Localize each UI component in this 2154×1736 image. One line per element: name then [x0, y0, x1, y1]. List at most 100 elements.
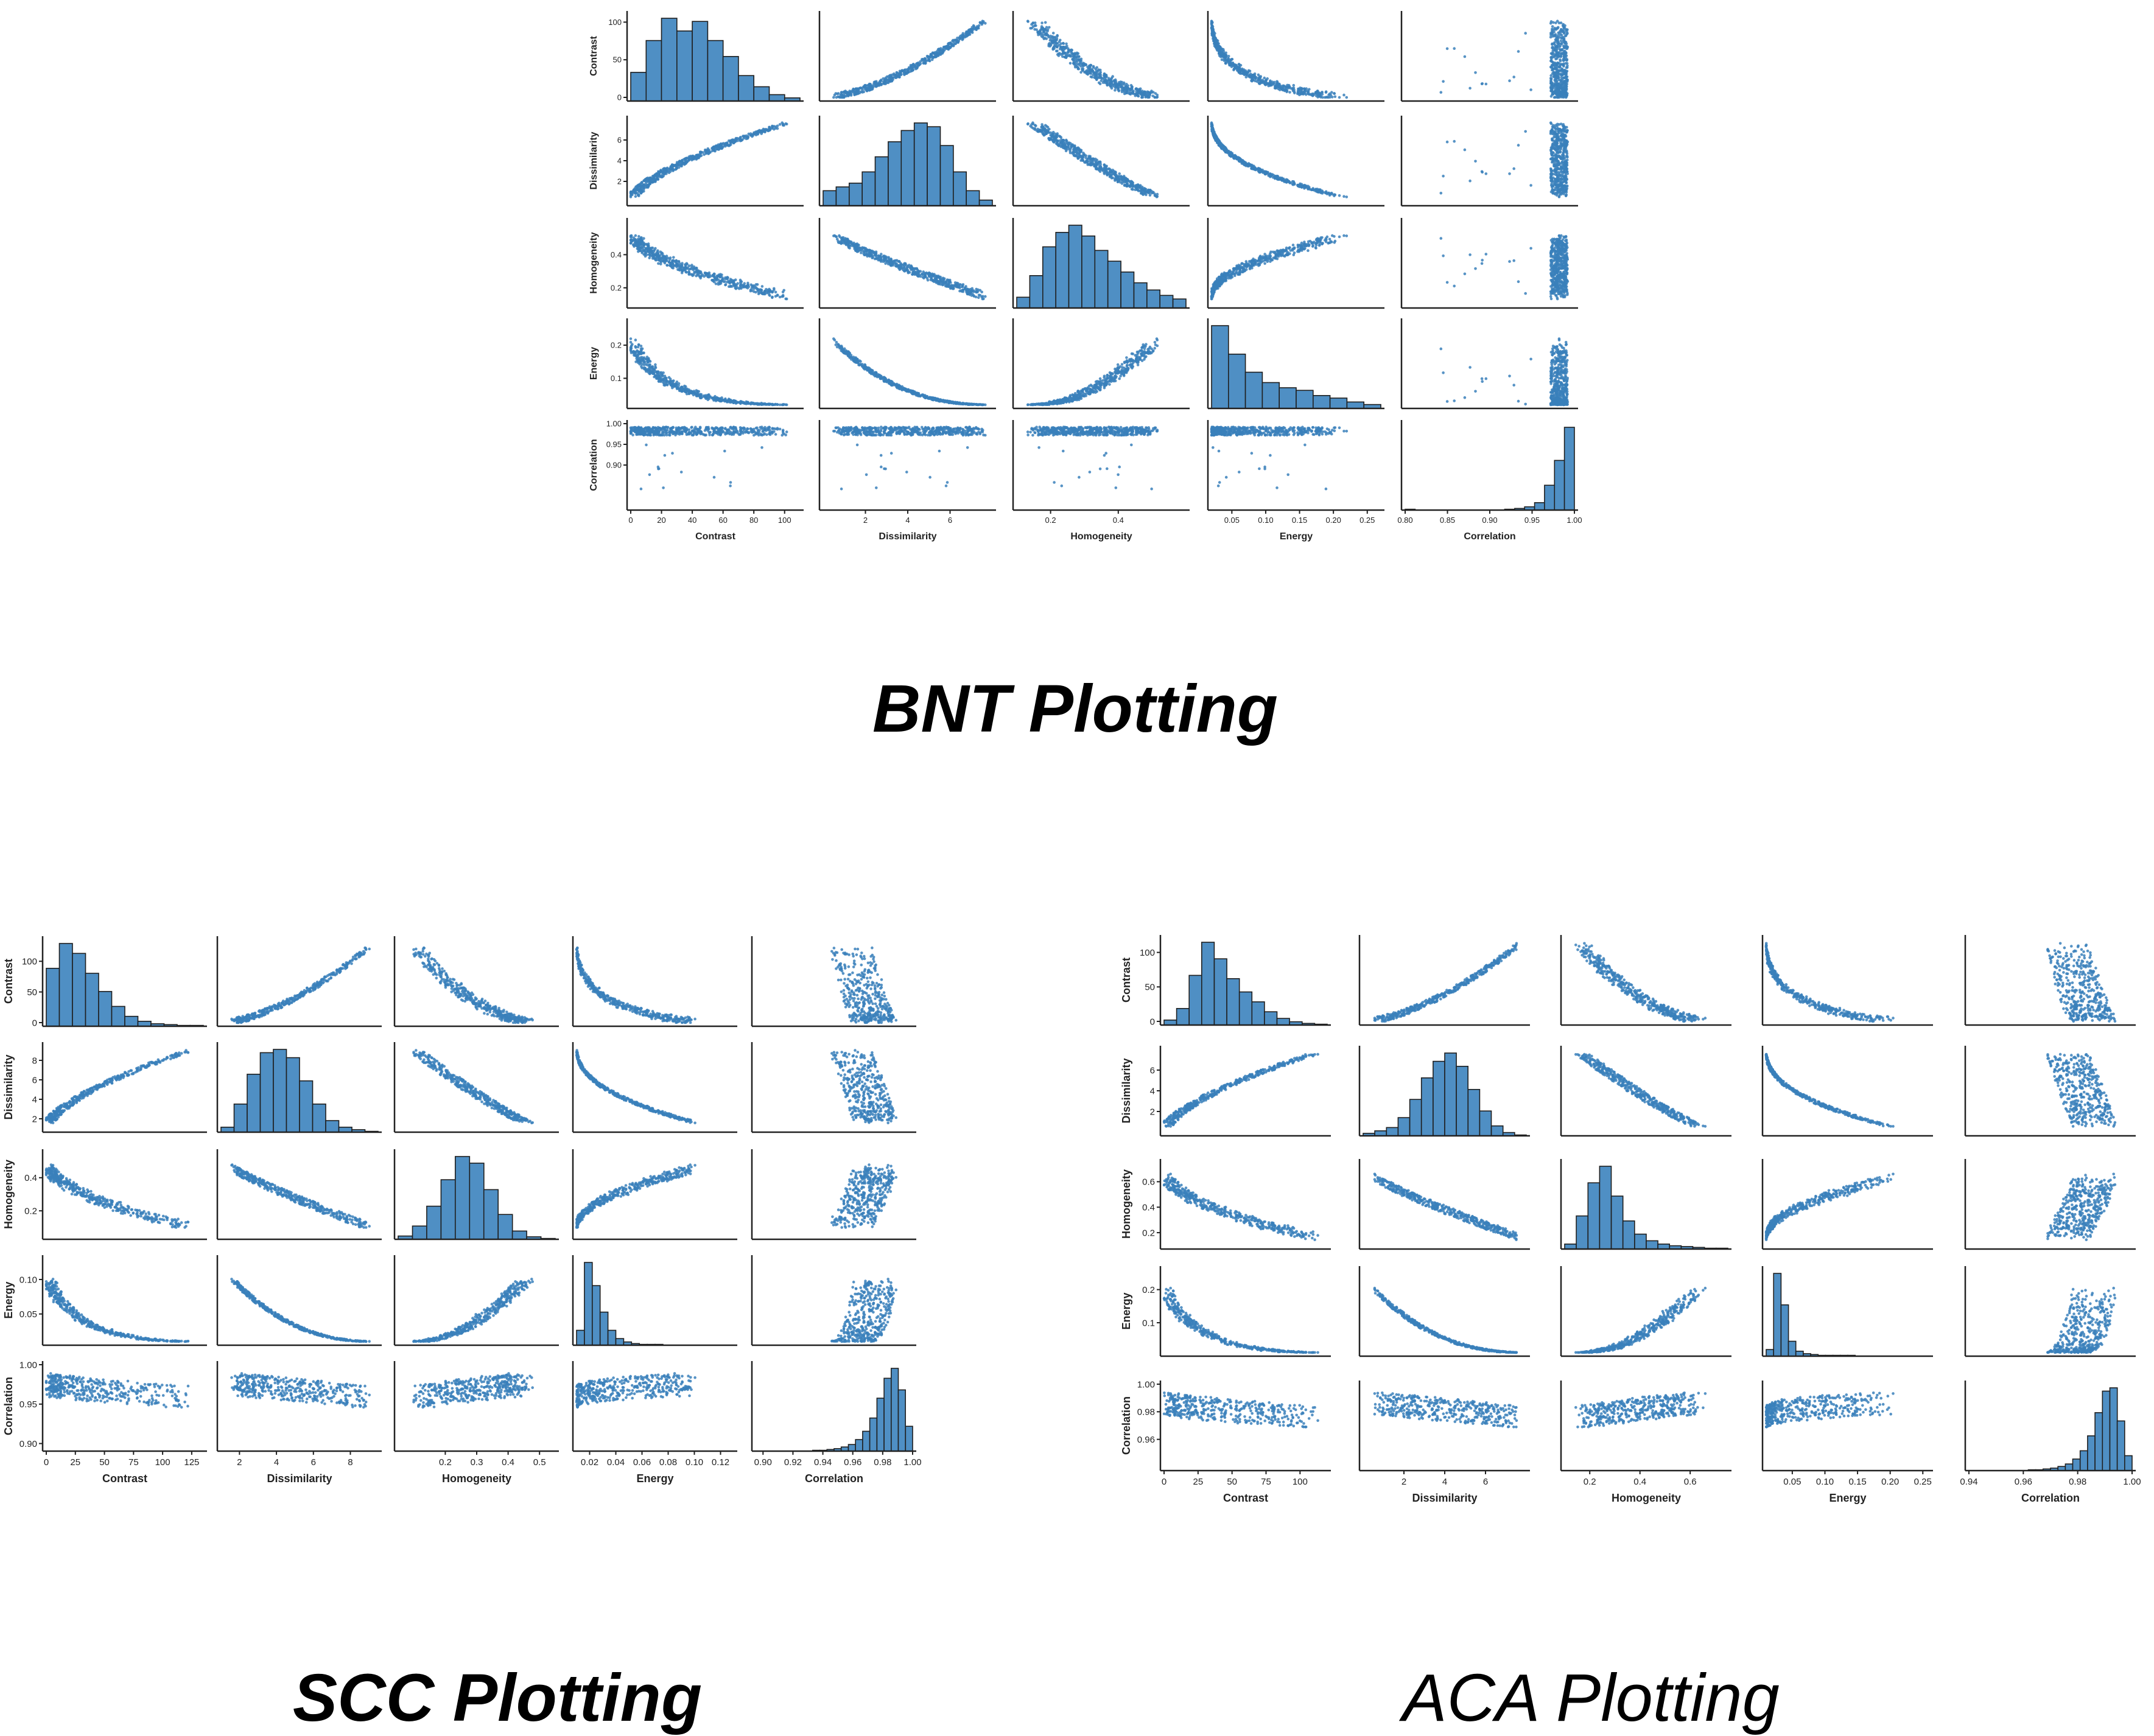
scatter-point [908, 68, 911, 71]
hist-bar [770, 95, 785, 102]
scatter-point [1090, 72, 1093, 75]
scatter-point [888, 74, 891, 77]
scatter-point [1118, 83, 1121, 86]
scatter-point [931, 58, 934, 61]
scatter-point [1144, 94, 1147, 97]
scatter-point [855, 87, 858, 90]
scatter-point [1059, 39, 1062, 42]
scatter-point [917, 63, 920, 66]
scatter-point [1062, 52, 1065, 55]
scatter-point [1109, 82, 1112, 85]
hist-bar [631, 72, 646, 101]
scatter-point [979, 21, 982, 24]
scatter-point [1114, 89, 1117, 92]
scatter-point [1048, 45, 1051, 48]
scatter-point [1333, 92, 1336, 95]
scatter-point [1084, 63, 1087, 66]
scatter-point [1345, 96, 1349, 99]
scatter-point [1260, 75, 1263, 78]
panel-contrast-vs-energy [1208, 11, 1384, 101]
scatter-point [1035, 29, 1038, 32]
scatter-point [1137, 88, 1140, 91]
scatter-point [832, 96, 835, 99]
scatter-point [846, 94, 849, 97]
scatter-point [1342, 94, 1345, 97]
hist-bar [662, 18, 677, 101]
scatter-point [852, 88, 855, 91]
scatter-point [1114, 82, 1117, 85]
scatter-point [1040, 21, 1044, 24]
scatter-point [1056, 49, 1059, 52]
scatter-point [1042, 34, 1045, 37]
scatter-point [1113, 80, 1116, 83]
hist-bar [692, 21, 707, 101]
scatter-point [1052, 47, 1055, 51]
scatter-point [1131, 85, 1134, 88]
panel-contrast-vs-dissimilarity [819, 11, 996, 101]
scatter-point [874, 83, 877, 86]
scatter-point [949, 42, 952, 45]
scatter-point [1077, 68, 1080, 71]
scatter-point [1232, 69, 1235, 72]
scatter-point [1135, 87, 1138, 90]
scatter-point [1129, 88, 1132, 91]
scatter-point [883, 82, 886, 85]
scatter-point [947, 46, 950, 49]
scatter-point [1106, 82, 1109, 85]
scatter-point [981, 21, 984, 24]
scatter-point [1051, 41, 1054, 44]
scatter-point [869, 88, 872, 91]
scatter-point [1068, 55, 1072, 58]
scatter-point [1224, 62, 1227, 65]
scatter-point [1058, 52, 1061, 55]
scatter-point [1137, 95, 1140, 98]
scatter-point [1046, 34, 1049, 37]
scatter-point [1104, 79, 1107, 82]
scatter-point [879, 82, 882, 85]
scatter-point [1045, 26, 1048, 29]
scatter-point [896, 71, 899, 74]
bnt-pairplot: 050100Contrast246Dissimilarity0.20.4Homo… [589, 11, 1582, 542]
scatter-point [1062, 46, 1065, 49]
scatter-point [1293, 92, 1296, 95]
scatter-point [1056, 46, 1059, 49]
scatter-point [874, 80, 877, 83]
scatter-point [1156, 96, 1159, 99]
scatter-point [1119, 85, 1122, 88]
scatter-point [1034, 24, 1037, 27]
scatter-point [1103, 74, 1106, 77]
scatter-point [879, 80, 882, 83]
scatter-point [848, 93, 851, 96]
scatter-point [865, 87, 868, 90]
scatter-point [1067, 47, 1070, 50]
scatter-point [1044, 21, 1047, 24]
scatter-point [861, 88, 864, 91]
scatter-point [1288, 91, 1291, 94]
scatter-point [905, 72, 908, 75]
scatter-point [1125, 83, 1128, 86]
hist-bar [723, 57, 738, 101]
scatter-point [1140, 96, 1143, 99]
scatter-point [852, 91, 855, 94]
scatter-point [885, 78, 888, 81]
scatter-point [924, 57, 927, 60]
scatter-point [1144, 91, 1147, 94]
scatter-point [1049, 37, 1052, 40]
scatter-point [1077, 63, 1080, 66]
panel-contrast-vs-homogeneity [1013, 11, 1190, 101]
scatter-point [945, 46, 948, 49]
scatter-point [1151, 94, 1154, 97]
scatter-point [1095, 66, 1098, 69]
scatter-point [1044, 37, 1047, 40]
scatter-point [1094, 72, 1097, 75]
scatter-point [1131, 92, 1134, 95]
scatter-point [1030, 27, 1033, 30]
y-tick-label: 0 [617, 93, 622, 102]
scatter-point [1067, 51, 1070, 54]
scatter-point [1303, 92, 1307, 95]
scatter-point [1081, 68, 1084, 71]
scatter-point [967, 29, 970, 32]
scatter-point [939, 52, 942, 55]
scatter-point [1073, 58, 1076, 61]
